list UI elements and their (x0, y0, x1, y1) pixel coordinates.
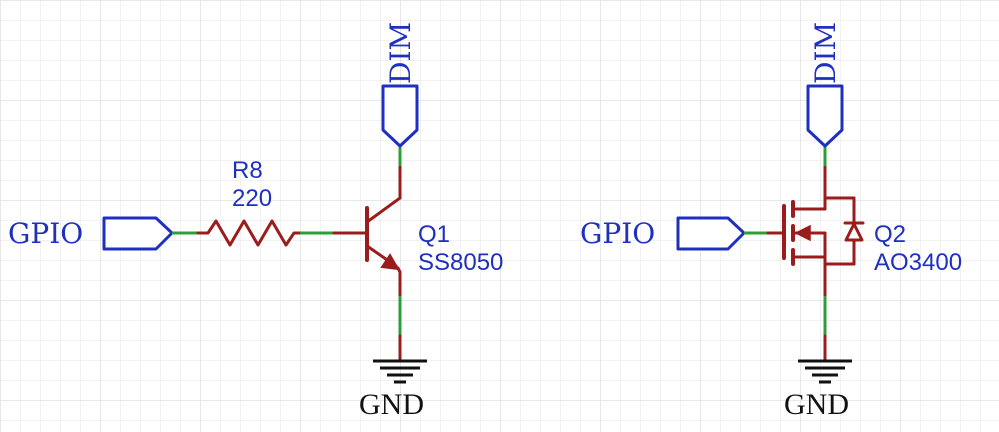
ground-symbol-right (798, 359, 852, 384)
gpio-label-left: GPIO (8, 217, 83, 250)
circuit-nmos: GPIO Q2 AO3400 DI (580, 22, 962, 421)
mosfet-ref: Q2 (874, 221, 906, 248)
dim-port-right[interactable] (806, 84, 844, 148)
mosfet-q2[interactable] (782, 196, 865, 266)
gnd-label-right: GND (784, 388, 849, 421)
gpio-port-right[interactable] (676, 216, 746, 251)
transistor-q1[interactable] (365, 196, 402, 271)
resistor-r8[interactable] (196, 219, 302, 247)
emitter-arrow-icon (380, 253, 400, 271)
gpio-port-left[interactable] (102, 216, 174, 251)
resistor-ref: R8 (232, 157, 263, 184)
ground-symbol-left (373, 359, 427, 384)
mosfet-part: AO3400 (874, 249, 962, 276)
transistor-part: SS8050 (418, 249, 503, 276)
circuit-npn: GPIO R8 220 Q1 SS8050 DIM (8, 22, 503, 421)
gnd-label-left: GND (359, 388, 424, 421)
transistor-ref: Q1 (418, 221, 450, 248)
dim-port-left[interactable] (381, 84, 419, 148)
gpio-label-right: GPIO (580, 217, 655, 250)
dim-label-right: DIM (809, 22, 842, 84)
resistor-value: 220 (232, 185, 272, 212)
dim-label-left: DIM (384, 22, 417, 84)
channel-arrow-icon (794, 224, 811, 242)
